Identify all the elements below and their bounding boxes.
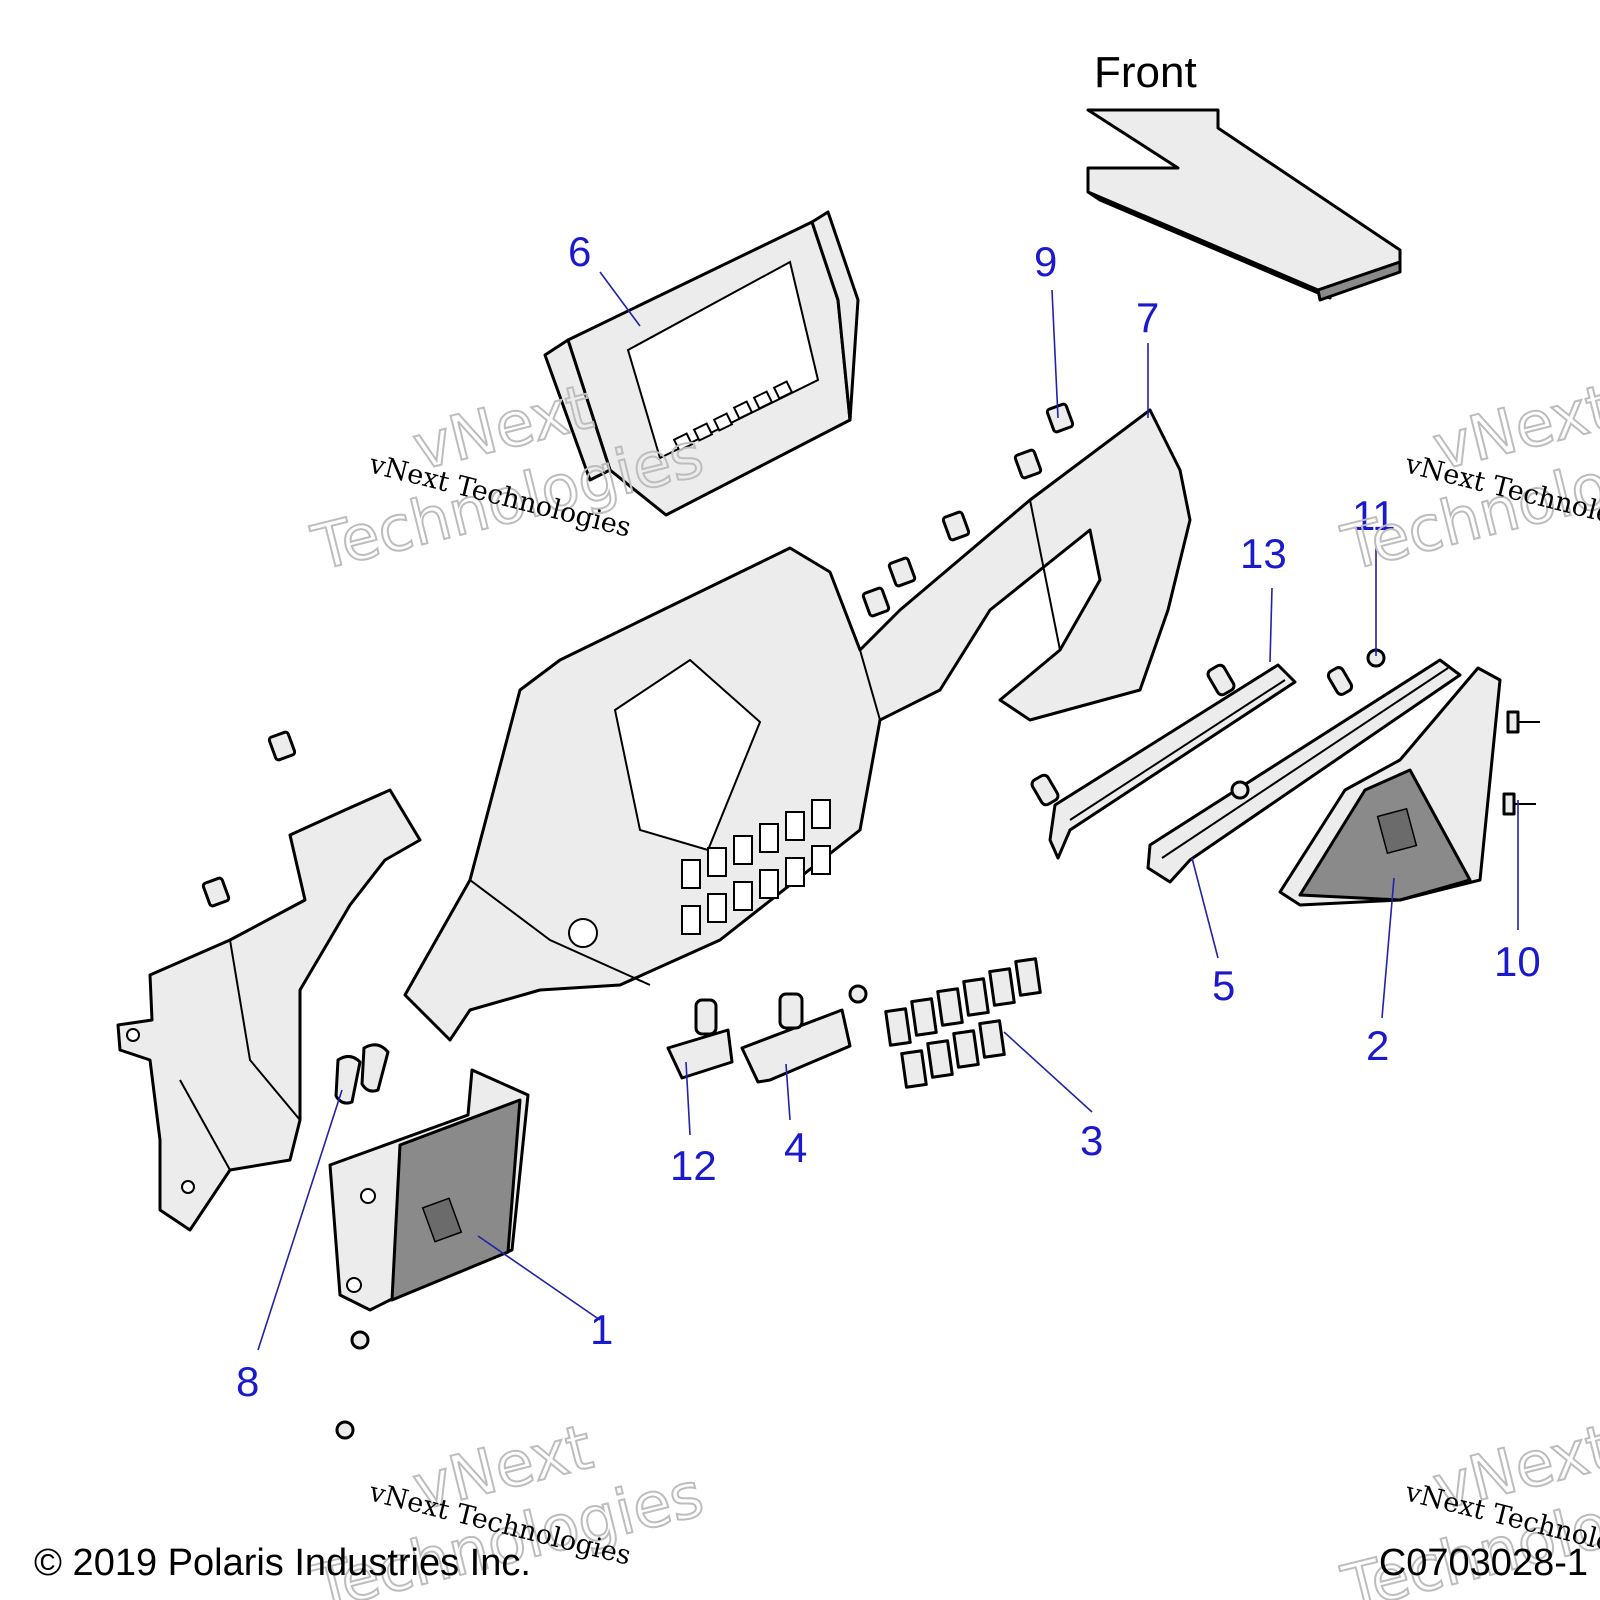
watermark-top-right: vNext Technologies vNext Technologies xyxy=(1334,369,1600,586)
part-8-clips xyxy=(334,1043,390,1105)
part-4-bracket xyxy=(740,984,868,1084)
copyright-text: © 2019 Polaris Industries Inc. xyxy=(34,1542,531,1584)
figure-id: C0703028-1 xyxy=(1379,1542,1588,1584)
callout-13: 13 xyxy=(1240,530,1287,577)
part-7-dash-frame xyxy=(403,408,1192,1042)
left-side-bracket xyxy=(116,788,422,1232)
part-2-right-panel xyxy=(1278,666,1502,907)
leader-lines xyxy=(257,271,1519,1351)
callout-11: 11 xyxy=(1352,492,1396,539)
part-12-bracket xyxy=(666,998,734,1080)
part-13-rail xyxy=(1030,663,1297,860)
callout-9: 9 xyxy=(1034,238,1057,285)
part-6-dash-bezel xyxy=(543,210,860,517)
callout-8: 8 xyxy=(236,1358,259,1405)
callout-labels: 1 2 3 4 5 6 7 8 9 10 11 12 13 xyxy=(236,228,1541,1405)
callout-5: 5 xyxy=(1212,962,1235,1009)
callout-7: 7 xyxy=(1136,294,1159,341)
callout-3: 3 xyxy=(1080,1117,1103,1164)
part-1-left-panel xyxy=(328,1068,530,1440)
front-label: Front xyxy=(1094,48,1197,97)
part-10-push-pins xyxy=(1502,710,1540,816)
part-3-switch-blanks xyxy=(884,957,1042,1089)
callout-4: 4 xyxy=(784,1124,807,1171)
front-arrow: Front xyxy=(1086,48,1402,302)
callout-10: 10 xyxy=(1494,938,1541,985)
callout-1: 1 xyxy=(590,1306,613,1353)
part-1-grille xyxy=(421,1197,463,1243)
callout-2: 2 xyxy=(1366,1022,1389,1069)
callout-6: 6 xyxy=(568,228,591,275)
part-5-long-rail xyxy=(1146,648,1462,884)
part-2-grille xyxy=(1376,807,1418,855)
callout-12: 12 xyxy=(670,1142,717,1189)
